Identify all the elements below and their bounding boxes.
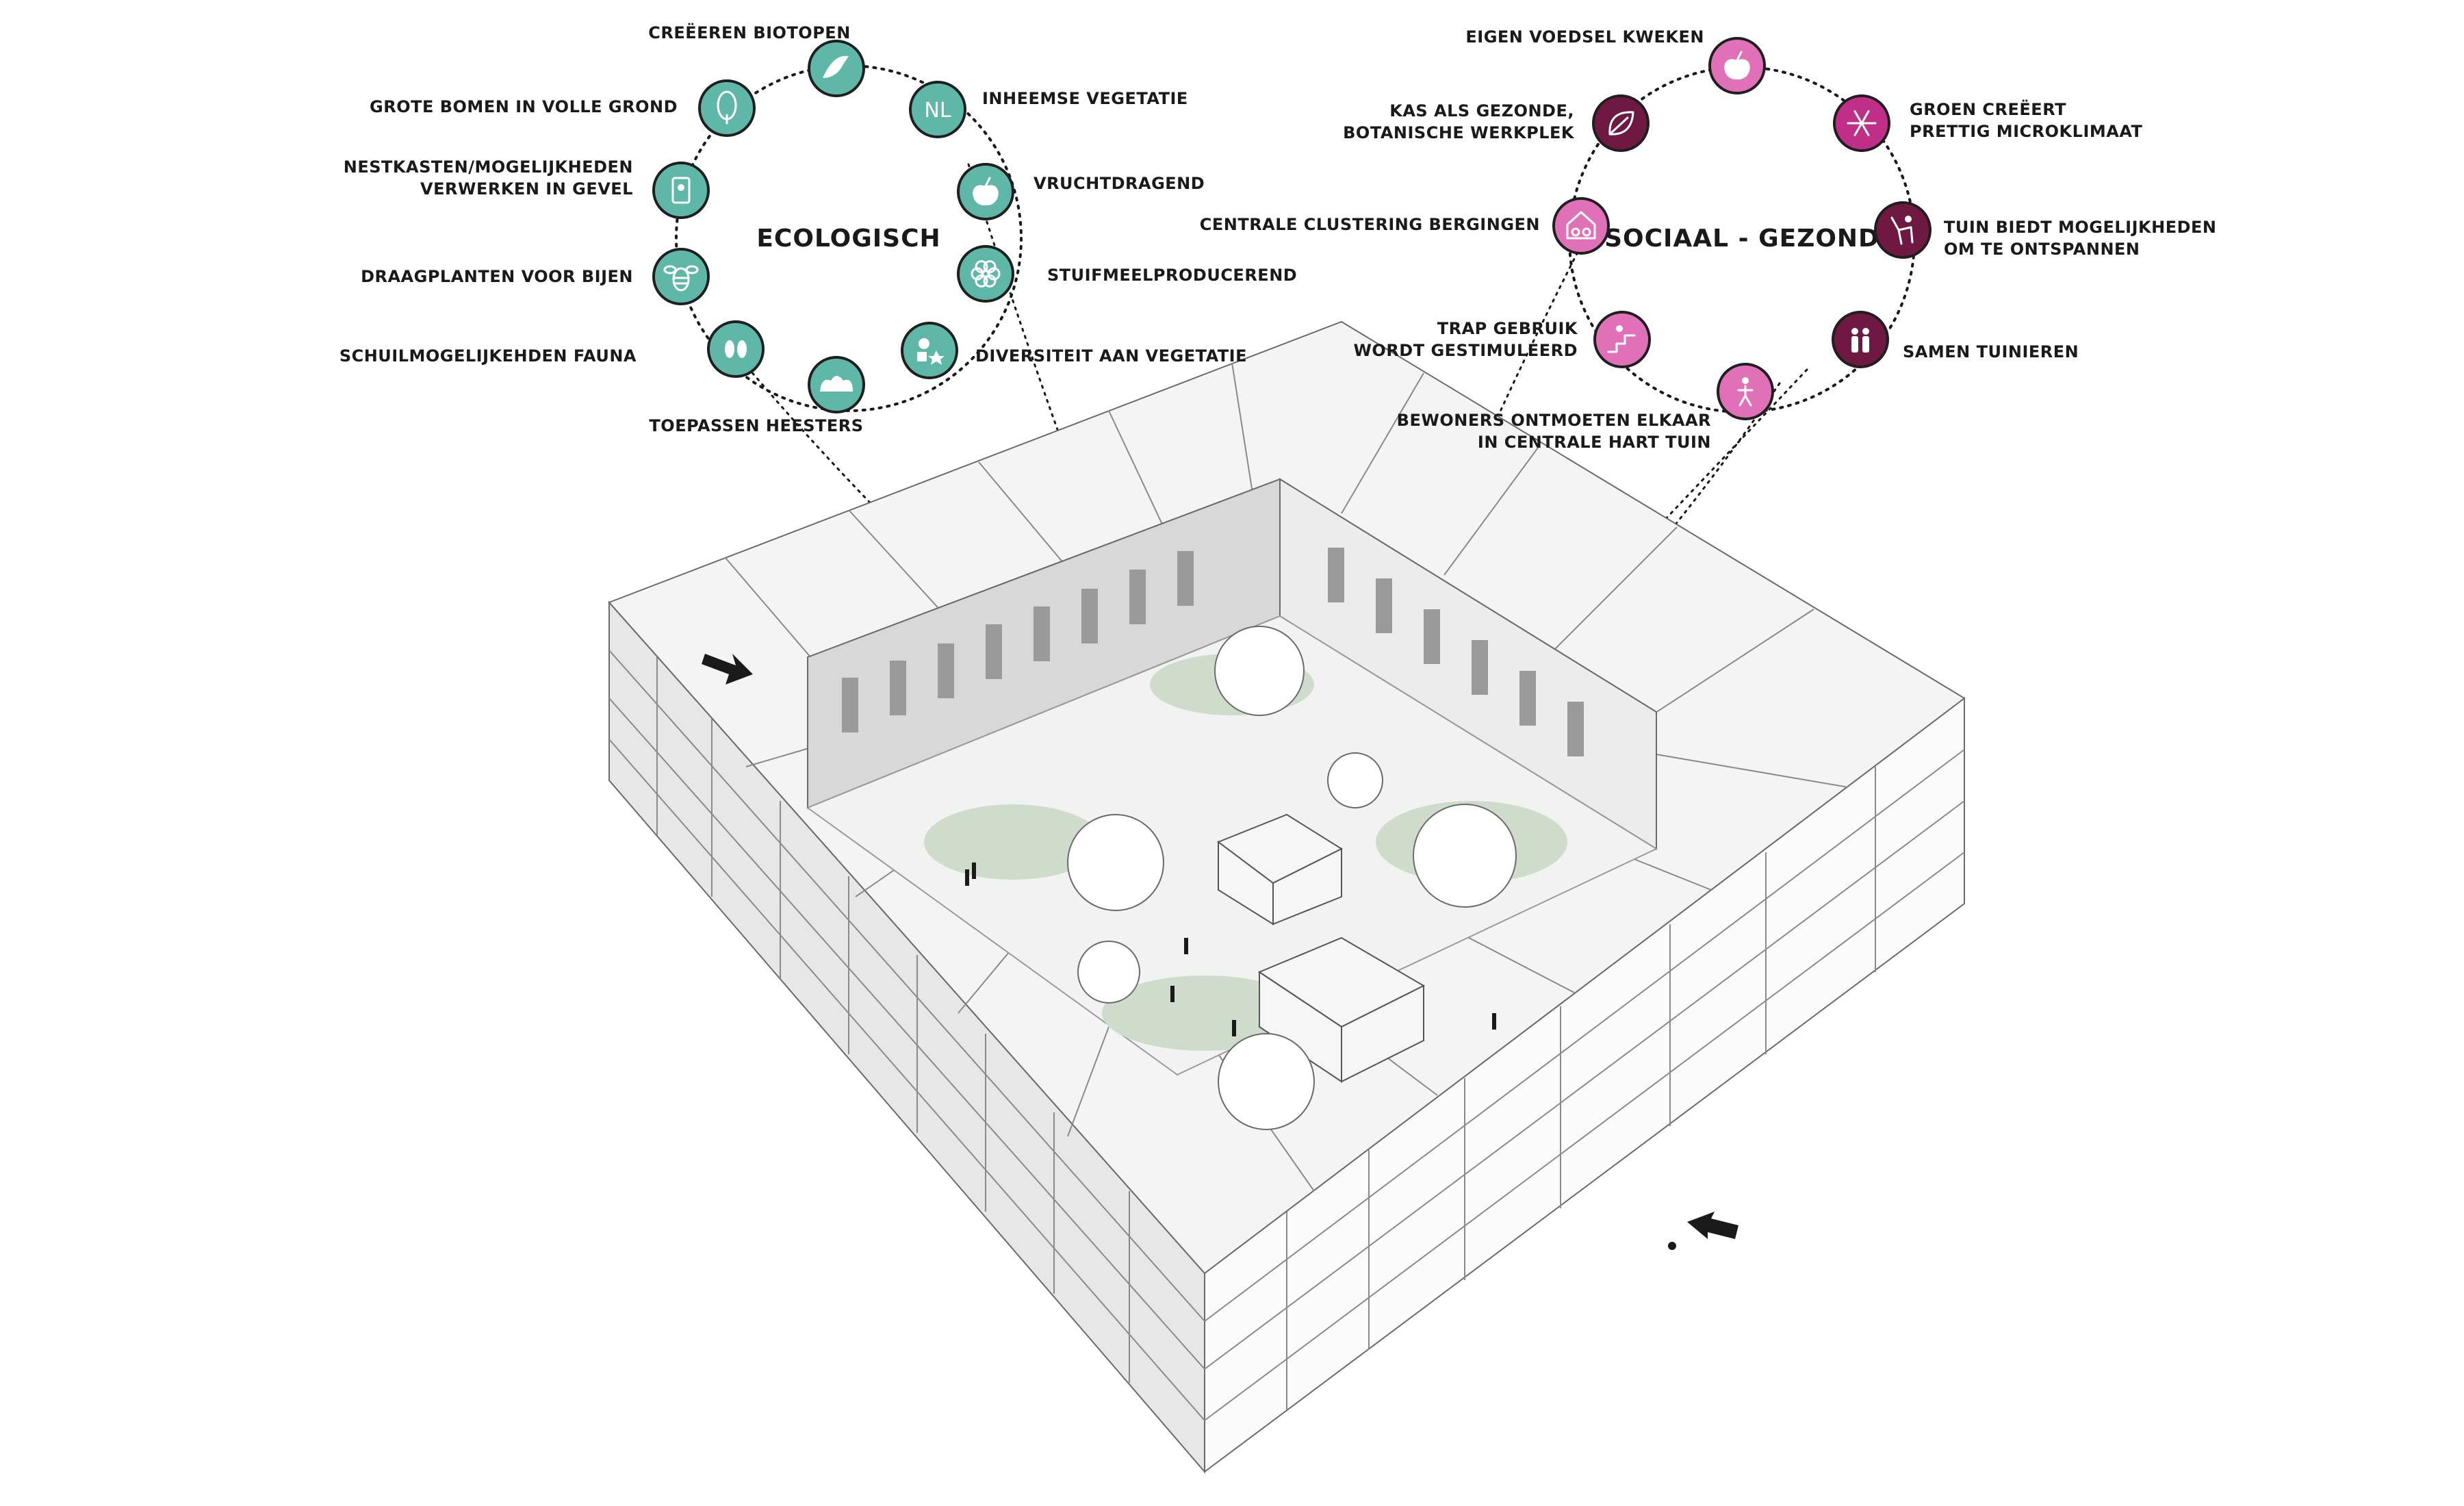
relax-icon bbox=[1890, 216, 1914, 245]
eco-label: VERWERKEN IN GEVEL bbox=[420, 179, 633, 199]
entrance-arrow-east bbox=[1687, 1212, 1738, 1239]
eco-node-circle bbox=[909, 81, 966, 138]
leader-social-mid bbox=[1326, 382, 1781, 857]
eco-label: VRUCHTDRAGEND bbox=[1034, 174, 1205, 193]
eco-node-8: DRAAGPLANTEN VOOR BIJEN bbox=[361, 248, 710, 305]
lawn-west bbox=[924, 804, 1102, 880]
social-label: BOTANISCHE WERKPLEK bbox=[1343, 123, 1575, 142]
eco-label: NESTKASTEN/MOGELIJKHEDEN bbox=[344, 157, 633, 177]
people bbox=[965, 863, 1496, 1036]
eco-label: DIVERSITEIT AAN VEGETATIE bbox=[975, 346, 1247, 366]
bike-shed-icon bbox=[1566, 211, 1596, 240]
social-node-7: CENTRALE CLUSTERING BERGINGEN bbox=[1200, 197, 1610, 255]
eco-node-1: CREËEREN BIOTOPEN bbox=[648, 23, 865, 97]
nestbox-icon bbox=[671, 177, 691, 204]
walking-icon bbox=[1737, 377, 1754, 407]
stairs-icon bbox=[1607, 325, 1636, 353]
nl-badge-text: NL bbox=[924, 99, 951, 123]
social-label: TRAP GEBRUIK bbox=[1437, 319, 1578, 338]
social-node-circle bbox=[1593, 311, 1651, 368]
tree-icon bbox=[717, 90, 737, 125]
social-node-4: SAMEN TUINIEREN bbox=[1832, 311, 2079, 368]
eco-node-circle bbox=[652, 248, 710, 305]
social-node-3: TUIN BIEDT MOGELIJKHEDEN OM TE ONTSPANNEN bbox=[1874, 201, 2217, 259]
social-node-circle bbox=[1832, 311, 1889, 368]
social-label: WORDT GESTIMULEERD bbox=[1353, 341, 1578, 360]
eco-node-circle bbox=[957, 245, 1014, 303]
eco-label: STUIFMEELPRODUCEREND bbox=[1047, 266, 1297, 285]
eco-title: ECOLOGISCH bbox=[756, 225, 940, 253]
shrub-icon bbox=[820, 376, 853, 392]
people-icon bbox=[1851, 328, 1869, 353]
eco-node-5: DIVERSITEIT AAN VEGETATIE bbox=[901, 322, 1247, 379]
facade-ribs-right bbox=[1204, 749, 1965, 1421]
eco-node-7: SCHUILMOGELIJKEHDEN FAUNA bbox=[339, 320, 765, 378]
greenhouse-north bbox=[1216, 813, 1344, 926]
eco-label: DRAAGPLANTEN VOOR BIJEN bbox=[361, 267, 633, 286]
eco-node-2: NL INHEEMSE VEGETATIE bbox=[909, 81, 1188, 138]
eco-label: GROTE BOMEN IN VOLLE GROND bbox=[370, 97, 678, 116]
eco-label: CREËEREN BIOTOPEN bbox=[648, 23, 851, 42]
eco-node-4: STUIFMEELPRODUCEREND bbox=[957, 245, 1297, 303]
social-label: IN CENTRALE HART TUIN bbox=[1478, 433, 1711, 452]
greenhouse-south bbox=[1257, 936, 1426, 1083]
eco-nodes: CREËEREN BIOTOPEN NL INHEEMSE VEGETATIE VRU… bbox=[339, 23, 1297, 435]
eco-label: TOEPASSEN HEESTERS bbox=[649, 416, 863, 435]
shapes-icon bbox=[917, 338, 945, 365]
social-nodes: EIGEN VOEDSEL KWEKEN GROEN CREËERT PRETTIG… bbox=[1200, 27, 2217, 452]
eco-node-circle bbox=[707, 320, 765, 378]
social-label: TUIN BIEDT MOGELIJKHEDEN bbox=[1944, 218, 2217, 237]
lawn-south bbox=[1102, 975, 1307, 1051]
eco-node-6: TOEPASSEN HEESTERS bbox=[649, 356, 865, 435]
cyclist-icon bbox=[1668, 1242, 1676, 1250]
social-node-1: EIGEN VOEDSEL KWEKEN bbox=[1465, 27, 1766, 94]
bee-icon bbox=[663, 265, 699, 292]
building-block bbox=[608, 320, 1966, 1474]
flower-icon bbox=[971, 260, 1001, 288]
footprints-icon bbox=[725, 340, 747, 358]
eco-node-3: VRUCHTDRAGEND bbox=[957, 163, 1205, 220]
apple-icon bbox=[1724, 51, 1750, 80]
eco-node-circle bbox=[901, 322, 958, 379]
social-label: KAS ALS GEZONDE, bbox=[1389, 101, 1574, 120]
entrance-arrows bbox=[702, 654, 1738, 1250]
apple-icon bbox=[973, 177, 999, 206]
social-label: BEWONERS ONTMOETEN ELKAAR bbox=[1397, 411, 1711, 430]
eco-label: INHEEMSE VEGETATIE bbox=[982, 89, 1188, 108]
nl-badge-icon: NL bbox=[924, 99, 951, 123]
snowflake-icon bbox=[1847, 110, 1877, 136]
eco-node-10: GROTE BOMEN IN VOLLE GROND bbox=[370, 79, 756, 137]
eco-label: SCHUILMOGELIJKEHDEN FAUNA bbox=[339, 346, 637, 366]
social-title: SOCIAAL - GEZOND bbox=[1604, 225, 1879, 253]
entrance-arrow-west bbox=[702, 654, 753, 685]
bird-icon bbox=[823, 55, 849, 78]
ecological-ring: ECOLOGISCH bbox=[675, 64, 1023, 412]
social-node-6: TRAP GEBRUIK WORDT GESTIMULEERD bbox=[1353, 311, 1651, 368]
social-label: SAMEN TUINIEREN bbox=[1903, 342, 2079, 361]
social-node-circle bbox=[1552, 197, 1610, 255]
social-node-8: KAS ALS GEZONDE, BOTANISCHE WERKPLEK bbox=[1343, 94, 1650, 152]
social-label: PRETTIG MICROKLIMAAT bbox=[1910, 122, 2143, 141]
trees bbox=[1067, 626, 1517, 1130]
social-node-2: GROEN CREËERT PRETTIG MICROKLIMAAT bbox=[1833, 94, 2143, 152]
social-node-5: BEWONERS ONTMOETEN ELKAAR IN CENTRALE HAR… bbox=[1397, 363, 1774, 452]
social-label: GROEN CREËERT bbox=[1910, 99, 2066, 119]
facade-ribs-left bbox=[608, 650, 1205, 1421]
courtyard bbox=[806, 615, 1658, 1130]
social-label: OM TE ONTSPANNEN bbox=[1944, 240, 2140, 259]
social-label: EIGEN VOEDSEL KWEKEN bbox=[1465, 27, 1704, 47]
leaf-icon bbox=[1608, 111, 1634, 136]
eco-node-circle bbox=[698, 79, 756, 137]
inner-windows bbox=[842, 548, 1584, 756]
social-label: CENTRALE CLUSTERING BERGINGEN bbox=[1200, 215, 1540, 234]
